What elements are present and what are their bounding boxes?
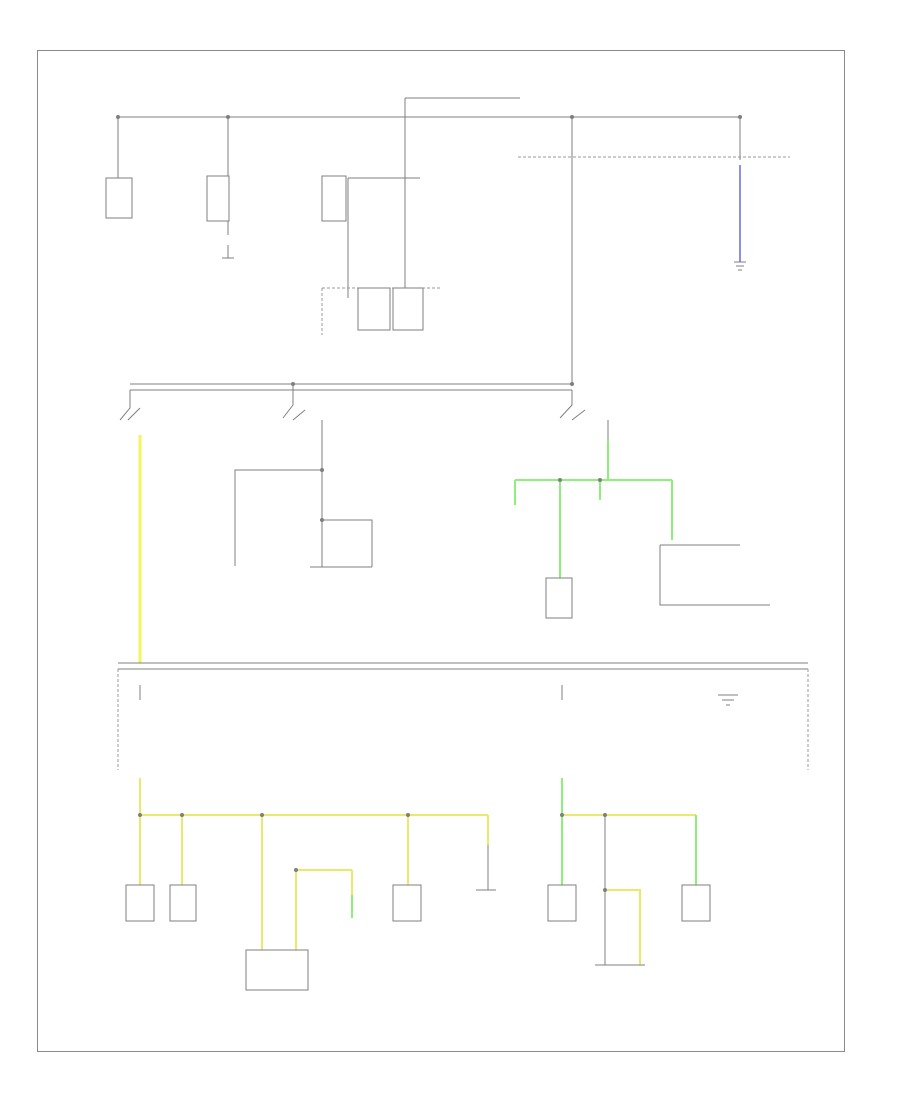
ground-symbol xyxy=(734,261,746,271)
splice-dot xyxy=(294,868,298,872)
load-box-6 xyxy=(681,884,711,922)
center-feed-wire xyxy=(348,117,420,300)
generator xyxy=(105,177,133,219)
module-box-1 xyxy=(357,287,391,331)
load-box-2 xyxy=(169,884,197,922)
right-subbranch xyxy=(605,889,641,965)
splice-dot xyxy=(180,813,184,817)
splice-dot xyxy=(558,478,562,482)
load-box-5 xyxy=(547,884,577,922)
left-subbranch xyxy=(295,869,353,950)
diagram-frame xyxy=(37,50,845,1052)
lower-bus xyxy=(118,662,808,670)
left-drops xyxy=(139,815,489,950)
splice-dot xyxy=(570,382,574,386)
dashed-module-box xyxy=(321,287,440,335)
splice-dot xyxy=(603,813,607,817)
center-switch-out xyxy=(234,420,323,566)
right-drops-green xyxy=(561,815,697,885)
fuse-left-drop xyxy=(139,685,563,700)
starter-connector xyxy=(310,519,373,568)
right-module-box xyxy=(659,544,770,606)
splice-dot xyxy=(260,813,264,817)
center-relay xyxy=(321,175,347,222)
relay-box-left xyxy=(206,175,230,222)
ignition-switch-center xyxy=(282,384,306,421)
green-wire-2 xyxy=(514,480,673,578)
ignition-bus xyxy=(130,375,573,391)
load-box-3 xyxy=(245,949,309,991)
connector-wire xyxy=(476,845,496,891)
right-subbranch-2 xyxy=(595,890,645,966)
top-feed-wire xyxy=(118,97,741,160)
relay-ground xyxy=(222,245,234,259)
splice-dot xyxy=(320,468,324,472)
ignition-switch-right xyxy=(559,390,586,421)
splice-dot xyxy=(406,813,410,817)
splice-dot xyxy=(598,478,602,482)
module-box-2 xyxy=(392,287,424,331)
splice-dot xyxy=(738,115,742,119)
green-wire-1 xyxy=(515,440,672,481)
splice-dot xyxy=(603,888,607,892)
splice-dot xyxy=(138,813,142,817)
lower-left-dashed xyxy=(117,669,809,770)
ignition-switch-left xyxy=(119,390,141,421)
ground-symbol-2 xyxy=(718,694,738,706)
relay-box-right xyxy=(545,577,573,619)
load-box-4 xyxy=(392,884,422,922)
splice-dot xyxy=(560,813,564,817)
load-box-1 xyxy=(125,884,155,922)
